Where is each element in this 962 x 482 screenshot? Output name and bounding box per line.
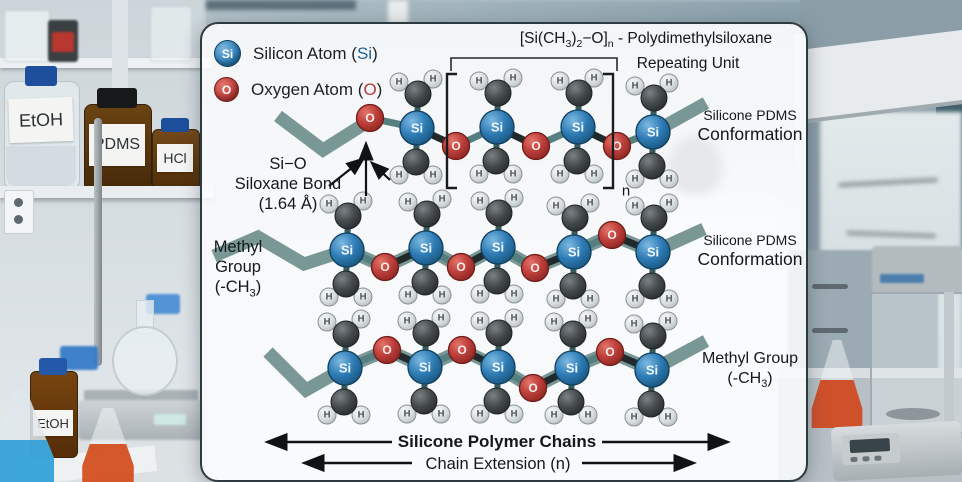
balance-display [841, 432, 901, 466]
bottle-label: EtOH [8, 96, 74, 144]
methyl-group-label-left: Methyl Group (-CH3) [213, 238, 263, 300]
clamp [146, 294, 180, 314]
reagent-bottle-etoh-small: EtOH [30, 358, 78, 458]
power-outlet [4, 190, 34, 234]
instrument [872, 246, 962, 294]
balance-pan [886, 408, 940, 420]
bottle-label: HCl [157, 144, 193, 172]
silicon-atom-icon: Si [214, 40, 241, 67]
reagent-bottle-etoh: EtOH [4, 66, 80, 190]
repeating-unit-formula: [Si(CH3)2−O]n - Polydimethylsiloxane [519, 30, 773, 51]
legend-label-silicon: Silicon Atom (Si) [253, 43, 378, 63]
flask [150, 6, 192, 62]
stand-rod [94, 118, 102, 366]
reagent-bottle-hcl: HCl [152, 118, 200, 192]
repeating-unit-line2: Repeating Unit [636, 55, 740, 73]
legend: Si Silicon Atom (Si) O Oxygen Atom (O) [214, 40, 382, 112]
siloxane-bond-label: Si−O Siloxane Bond (1.64 Å) [234, 155, 342, 213]
methyl-group-label-right: Methyl Group (-CH3) [701, 350, 799, 391]
legend-row-oxygen: O Oxygen Atom (O) [214, 77, 382, 102]
balance-post [944, 292, 954, 430]
window-post [388, 0, 408, 24]
repeating-unit-label: [Si(CH3)2−O]n - Polydimethylsiloxane Rep… [500, 29, 792, 73]
legend-row-silicon: Si Silicon Atom (Si) [214, 40, 382, 67]
bottle-cap [25, 66, 57, 86]
bottle-cap [97, 88, 137, 108]
conformation-label-top: Silicone PDMS Conformation [697, 107, 803, 144]
drawer-handle [812, 284, 848, 289]
oxygen-atom-icon: O [214, 77, 239, 102]
bottle-cap [39, 358, 67, 375]
legend-label-oxygen: Oxygen Atom (O) [251, 79, 383, 99]
window-frame [206, 0, 356, 10]
shelf-board [0, 58, 212, 68]
chain-extension-label: Chain Extension (n) [425, 455, 571, 473]
reagent-bottle-dark [48, 20, 78, 62]
conformation-label-middle: Silicone PDMS Conformation [697, 232, 803, 269]
round-bottom-flask [112, 326, 178, 396]
polymer-chains-label: Silicone Polymer Chains [397, 432, 597, 451]
drawer-handle [812, 328, 848, 333]
beaker [4, 10, 50, 62]
bottle-cap [161, 118, 189, 132]
shelf-board [0, 186, 214, 198]
